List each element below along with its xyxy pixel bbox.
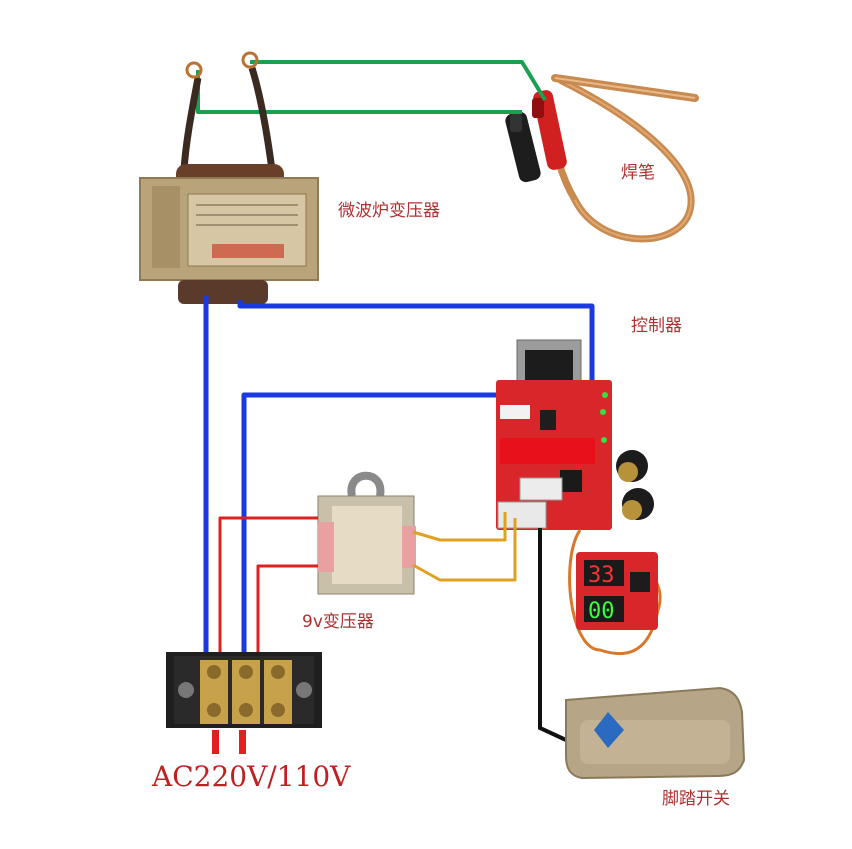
welding-pen-label: 焊笔 (621, 163, 655, 183)
power-input-label: AC220V/110V (152, 760, 351, 793)
foot-pedal (565, 686, 746, 780)
transformer-9v (317, 471, 416, 595)
display-board: 33 00 (568, 529, 662, 656)
microwave-transformer-label: 微波炉变压器 (338, 201, 440, 221)
low-voltage-wires (412, 512, 517, 582)
transformer-9v-label: 9v变压器 (302, 612, 374, 632)
ac-input-leads (212, 730, 246, 754)
controller-board (496, 339, 654, 530)
terminal-block (166, 652, 322, 728)
foot-switch-label: 脚踏开关 (662, 789, 730, 809)
welding-pen (505, 74, 699, 243)
display-bottom-digits: 00 (588, 599, 615, 624)
controller-label: 控制器 (631, 316, 682, 336)
display-top-digits: 33 (588, 563, 615, 588)
ac-wires (218, 516, 318, 668)
pedal-wire (538, 528, 567, 742)
microwave-transformer (139, 51, 319, 304)
